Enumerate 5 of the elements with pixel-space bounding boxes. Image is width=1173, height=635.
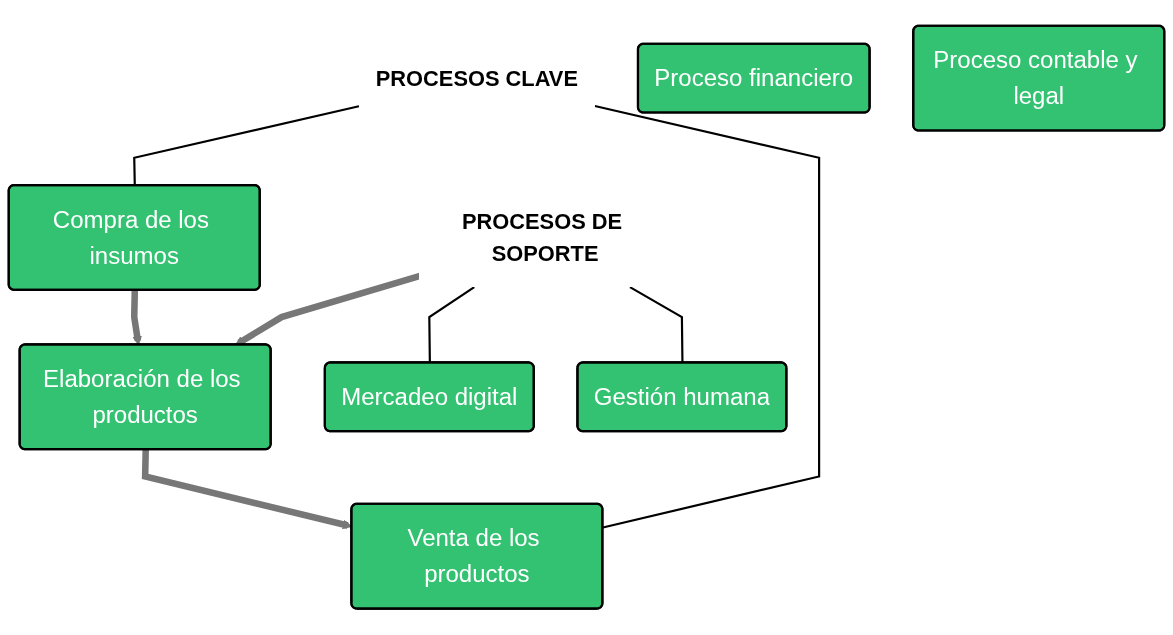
node-text: PROCESOS CLAVE — [375, 66, 578, 91]
node-text: PROCESOS DE SOPORTE — [461, 209, 623, 267]
arrow — [234, 273, 422, 346]
connector — [133, 105, 361, 186]
connector — [594, 105, 821, 529]
